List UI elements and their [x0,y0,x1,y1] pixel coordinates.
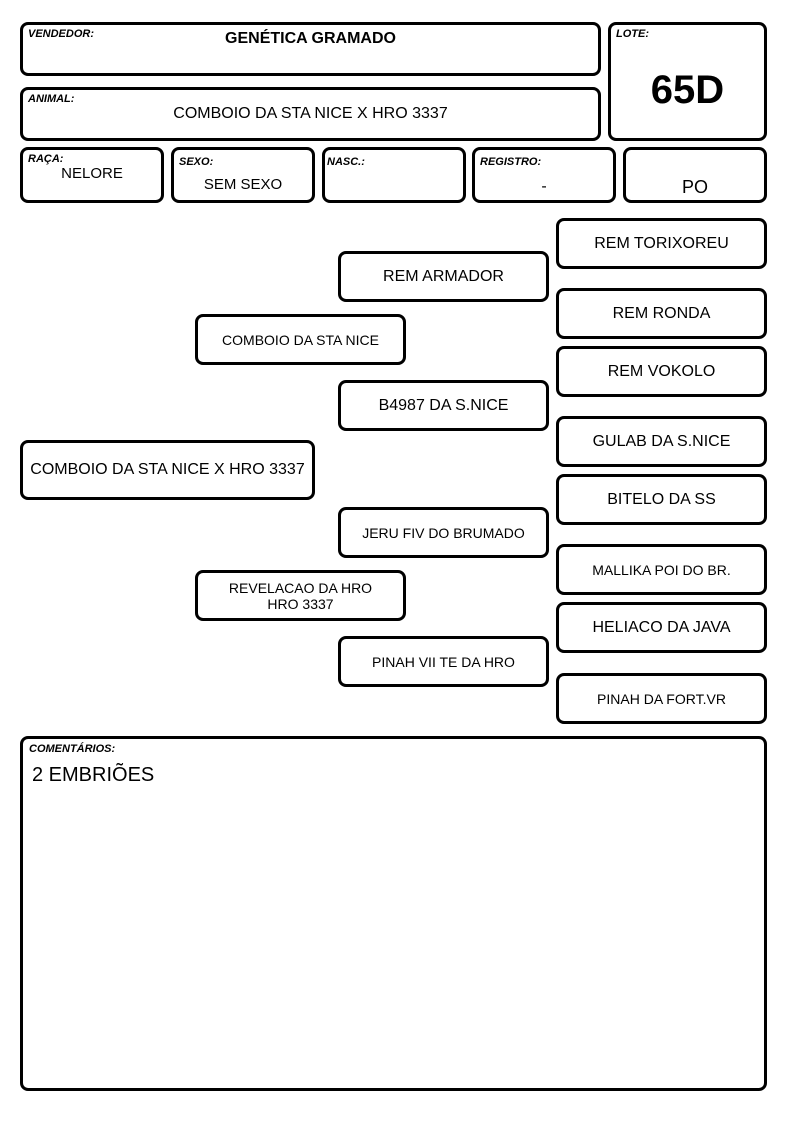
comments-box: COMENTÁRIOS: 2 EMBRIÕES [20,736,767,1091]
pedigree-ggp-7: HELIACO DA JAVA [556,602,767,653]
vendedor-value: GENÉTICA GRAMADO [225,30,396,47]
pedigree-ggp-6: MALLIKA POI DO BR. [556,544,767,595]
categoria-box: PO [623,147,767,203]
nasc-box: NASC.: [322,147,466,203]
pedigree-ggp-8: PINAH DA FORT.VR [556,673,767,724]
pedigree-dam-dam: PINAH VII TE DA HRO [338,636,549,687]
categoria-value: PO [681,177,708,197]
registro-label: REGISTRO: [480,156,542,168]
pedigree-sire-sire: REM ARMADOR [338,251,549,302]
raca-value: NELORE [61,165,123,182]
raca-label: RAÇA: [28,153,64,165]
animal-value: COMBOIO DA STA NICE X HRO 3337 [173,105,448,122]
pedigree-dam-line2: HRO 3337 [267,596,334,612]
animal-label: ANIMAL: [28,93,75,105]
pedigree-ggp-5: BITELO DA SS [556,474,767,525]
nasc-label: NASC.: [327,156,365,168]
comments-label: COMENTÁRIOS: [29,743,116,755]
pedigree-ggp-1: REM TORIXOREU [556,218,767,269]
pedigree-ggp-3: REM VOKOLO [556,346,767,397]
comments-text: 2 EMBRIÕES [32,764,155,786]
lote-box: LOTE: 65D [608,22,767,141]
lote-label: LOTE: [616,28,649,40]
lote-value: 65D [650,68,725,112]
pedigree-ggp-2: REM RONDA [556,288,767,339]
pedigree-ggp-4: GULAB DA S.NICE [556,416,767,467]
vendedor-label: VENDEDOR: [28,28,95,40]
vendedor-box: VENDEDOR: GENÉTICA GRAMADO [20,22,601,76]
raca-box: RAÇA: NELORE [20,147,164,203]
pedigree-sire: COMBOIO DA STA NICE [195,314,406,365]
sexo-label: SEXO: [179,156,214,168]
sexo-box: SEXO: SEM SEXO [171,147,315,203]
registro-value: - [541,178,547,195]
pedigree-dam-line1: REVELACAO DA HRO [228,580,373,596]
registro-box: REGISTRO: - [472,147,616,203]
pedigree-animal: COMBOIO DA STA NICE X HRO 3337 [20,440,315,500]
sexo-value: SEM SEXO [203,176,283,193]
pedigree-dam: REVELACAO DA HRO HRO 3337 [195,570,406,621]
pedigree-sire-dam: B4987 DA S.NICE [338,380,549,431]
pedigree-dam-sire: JERU FIV DO BRUMADO [338,507,549,558]
animal-box: ANIMAL: COMBOIO DA STA NICE X HRO 3337 [20,87,601,141]
